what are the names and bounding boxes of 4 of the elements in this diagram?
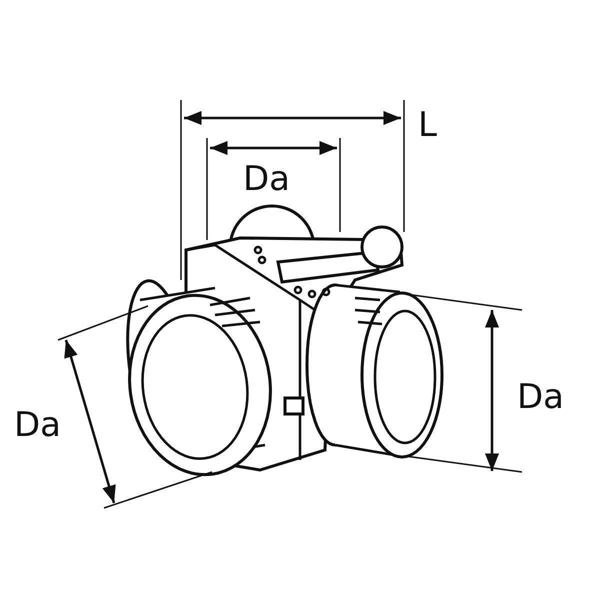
dimension-label: Da bbox=[14, 408, 62, 442]
dimension-label: Da bbox=[243, 162, 290, 196]
dimension-label: Da bbox=[517, 380, 564, 414]
dimension-label: L bbox=[418, 108, 437, 142]
